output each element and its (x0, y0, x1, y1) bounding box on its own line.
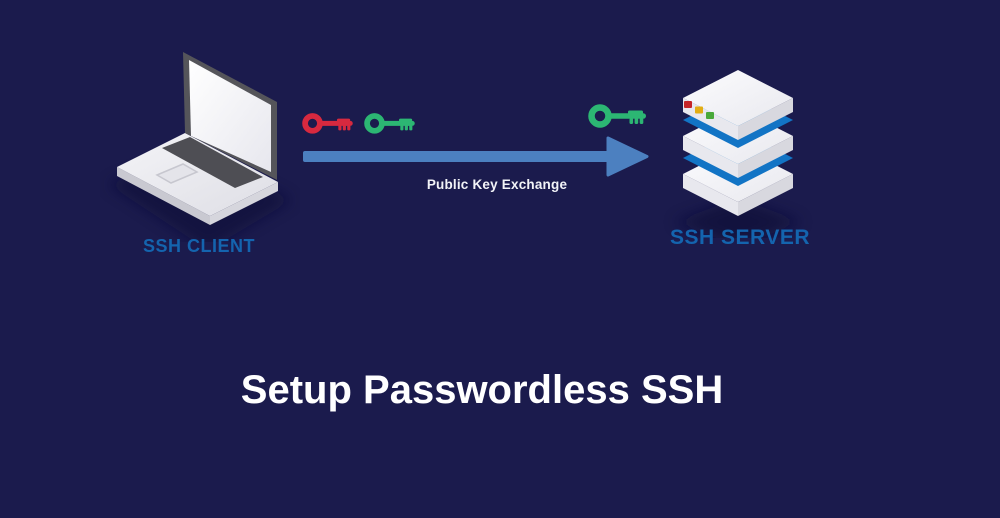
server-light-green (706, 112, 714, 119)
laptop-icon (108, 52, 292, 242)
arrow-right-icon (303, 136, 649, 177)
server-light-red (684, 101, 692, 108)
server-slab-1 (683, 70, 793, 140)
laptop-screen (189, 60, 271, 172)
laptop-keyboard (162, 137, 263, 188)
server-stack-icon (674, 70, 802, 238)
server-shadow (674, 198, 802, 238)
page-title: Setup Passwordless SSH (240, 368, 724, 412)
ssh-client-label: SSH CLIENT (142, 236, 255, 256)
ssh-server-label: SSH SERVER (670, 226, 810, 249)
server-light-yellow (695, 106, 703, 114)
laptop-trackpad (155, 163, 199, 184)
public-key-exchange-label: Public Key Exchange (426, 177, 568, 192)
server-public-key-icon (586, 101, 654, 129)
